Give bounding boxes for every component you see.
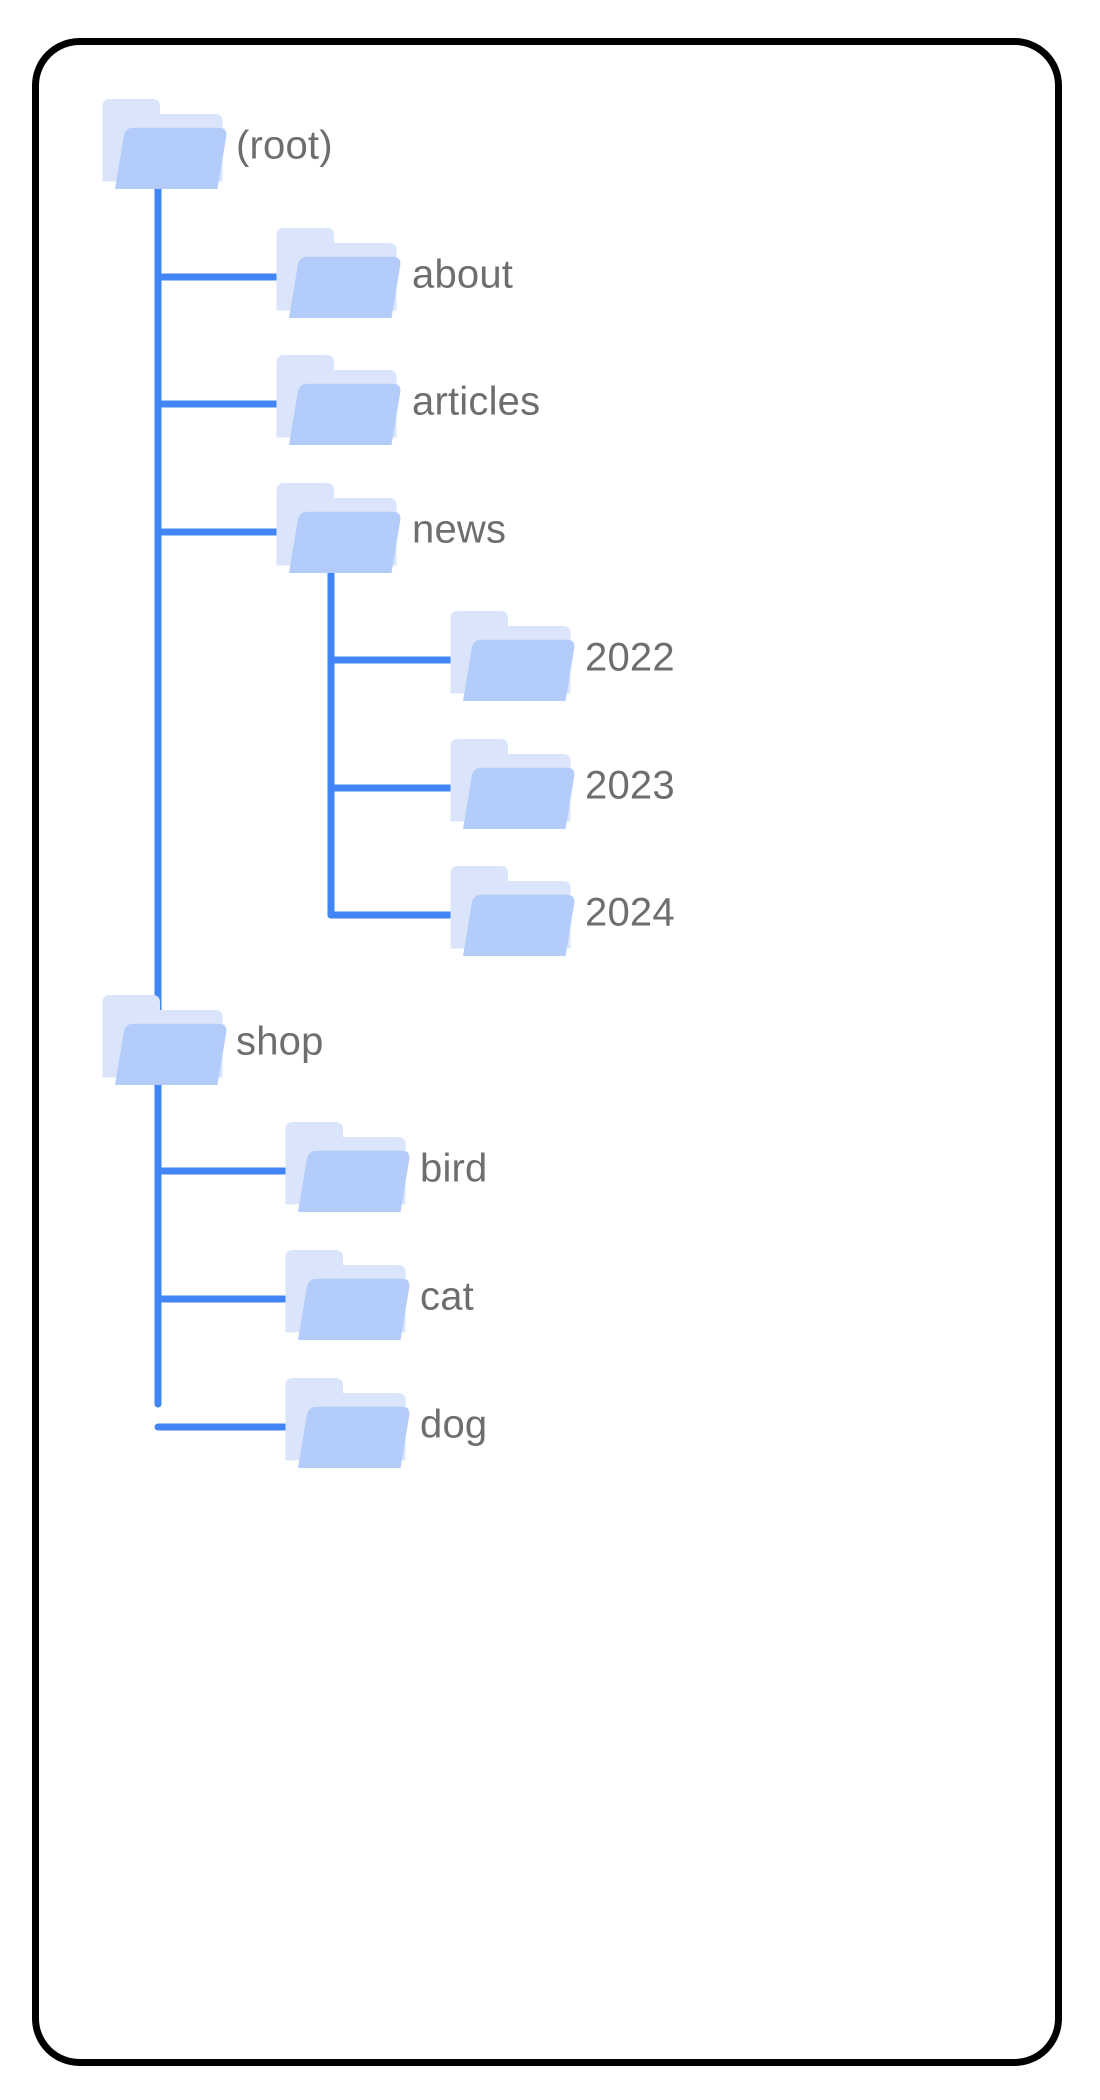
folder-icon[interactable]	[276, 483, 401, 573]
tree-node-bird[interactable]: bird	[285, 1122, 488, 1212]
tree-node-shop[interactable]: shop	[102, 995, 324, 1085]
node-label-cat: cat	[420, 1275, 474, 1319]
folder-icon[interactable]	[285, 1122, 410, 1212]
tree-node-news-2023[interactable]: 2023	[450, 739, 675, 829]
folder-icon[interactable]	[102, 99, 227, 189]
folder-icon[interactable]	[285, 1378, 410, 1468]
folder-front-panel	[463, 639, 575, 701]
node-label-shop: shop	[236, 1020, 324, 1064]
folder-icon[interactable]	[276, 228, 401, 318]
tree-node-root[interactable]: (root)	[102, 99, 333, 189]
folder-icon[interactable]	[450, 611, 575, 701]
node-label-news-2022: 2022	[585, 636, 675, 680]
tree-node-dog[interactable]: dog	[285, 1378, 488, 1468]
node-label-root: (root)	[236, 124, 333, 168]
folder-icon[interactable]	[285, 1250, 410, 1340]
tree-node-news-2022[interactable]: 2022	[450, 611, 675, 701]
folder-front-panel	[298, 1278, 410, 1340]
folder-front-panel	[289, 256, 401, 318]
folder-icon[interactable]	[102, 995, 227, 1085]
folder-front-panel	[289, 383, 401, 445]
node-label-about: about	[412, 253, 513, 297]
node-layer: (root) about articles news 2022 2023 2024 shop b…	[102, 99, 675, 1468]
folder-front-panel	[298, 1150, 410, 1212]
folder-front-panel	[463, 894, 575, 956]
node-label-bird: bird	[420, 1147, 488, 1191]
node-label-news-2024: 2024	[585, 891, 675, 935]
folder-front-panel	[298, 1406, 410, 1468]
folder-front-panel	[289, 511, 401, 573]
folder-front-panel	[115, 127, 227, 189]
node-label-dog: dog	[420, 1403, 487, 1447]
tree-node-cat[interactable]: cat	[285, 1250, 474, 1340]
tree-node-news-2024[interactable]: 2024	[450, 866, 675, 956]
folder-icon[interactable]	[450, 739, 575, 829]
node-label-news: news	[412, 508, 506, 552]
connector-layer	[154, 164, 464, 1431]
tree-node-about[interactable]: about	[276, 228, 514, 318]
folder-icon[interactable]	[450, 866, 575, 956]
node-label-articles: articles	[412, 380, 540, 424]
tree-node-news[interactable]: news	[276, 483, 507, 573]
folder-front-panel	[115, 1023, 227, 1085]
folder-icon[interactable]	[276, 355, 401, 445]
tree-node-articles[interactable]: articles	[276, 355, 541, 445]
node-label-news-2023: 2023	[585, 764, 675, 808]
folder-front-panel	[463, 767, 575, 829]
